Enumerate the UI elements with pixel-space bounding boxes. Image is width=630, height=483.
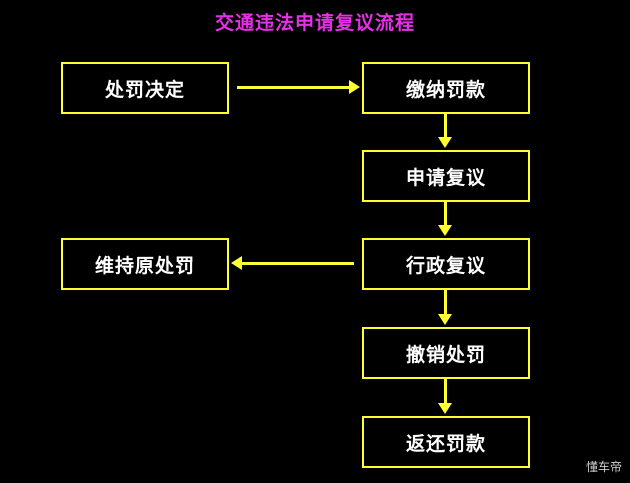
node-apply-review[interactable]: 申请复议 xyxy=(362,150,530,202)
edge-revoke-to-refund-line xyxy=(444,379,447,404)
node-administrative-review[interactable]: 行政复议 xyxy=(362,238,530,290)
edge-admin-to-revoke-line xyxy=(444,290,447,315)
edge-pay-to-apply-line xyxy=(444,114,447,138)
node-punishment-decision[interactable]: 处罚决定 xyxy=(61,62,229,114)
node-revoke-punishment[interactable]: 撤销处罚 xyxy=(362,327,530,379)
page-title: 交通违法申请复议流程 xyxy=(214,12,415,34)
node-pay-fine[interactable]: 缴纳罚款 xyxy=(362,62,530,114)
edge-decision-to-pay-arrowhead xyxy=(349,80,360,94)
node-refund-fine[interactable]: 返还罚款 xyxy=(362,416,530,468)
edge-pay-to-apply-arrowhead xyxy=(438,137,452,148)
edge-decision-to-pay-line xyxy=(237,86,349,89)
edge-revoke-to-refund-arrowhead xyxy=(438,403,452,414)
edge-admin-to-uphold-arrowhead xyxy=(231,256,242,270)
edge-admin-to-uphold-line xyxy=(242,262,354,265)
watermark: 懂车帝 xyxy=(585,460,622,474)
node-uphold-punishment[interactable]: 维持原处罚 xyxy=(61,238,229,290)
edge-apply-to-admin-arrowhead xyxy=(438,225,452,236)
edge-apply-to-admin-line xyxy=(444,202,447,226)
edge-admin-to-revoke-arrowhead xyxy=(438,314,452,325)
